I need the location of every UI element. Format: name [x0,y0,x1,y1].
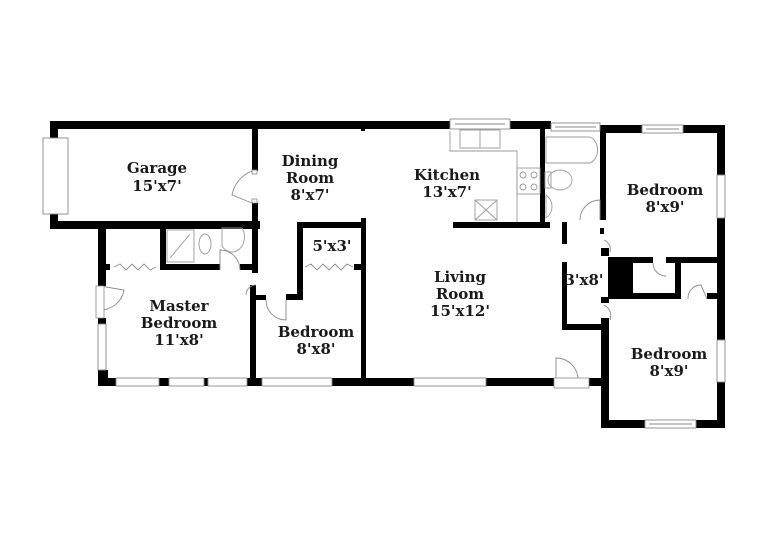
stove [516,167,541,195]
toilet [547,169,573,191]
fixtures [166,129,598,263]
interior-walls [98,121,722,386]
bedroom-se-dims: 8'x9' [649,362,688,380]
bathtub [545,136,598,164]
bedroom-se-name: Bedroom [631,345,708,363]
closet-dims: 5'x3' [312,237,351,255]
kitchen-dims: 13'x7' [422,183,471,201]
windows [42,118,726,429]
bedroom-mid-dims: 8'x8' [296,340,335,358]
fridge [474,199,498,221]
shower [166,229,195,263]
exterior-walls [50,121,725,428]
master-toilet [198,233,212,255]
doors [95,169,708,389]
garage-dims: 15'x7' [132,177,181,195]
master-name-2: Bedroom [141,314,218,332]
garage-name: Garage [127,159,187,177]
bath-sink [545,194,553,219]
bedroom-ne-name: Bedroom [627,181,704,199]
dining-dims: 8'x7' [290,186,329,204]
master-name-1: Master [149,297,209,315]
room-labels: Garage 15'x7' Dining Room 8'x7' Kitchen … [127,152,707,380]
living-name-2: Room [436,285,484,303]
dining-name-2: Room [286,169,334,187]
master-sink [221,227,245,253]
living-dims: 15'x12' [430,302,490,320]
living-name-1: Living [434,268,487,286]
master-dims: 11'x8' [154,331,203,349]
kitchen-name: Kitchen [414,166,480,184]
dining-name-1: Dining [282,152,339,170]
bedroom-mid-name: Bedroom [278,323,355,341]
hall-dims: 3'x8' [564,271,603,289]
bedroom-ne-dims: 8'x9' [645,198,684,216]
